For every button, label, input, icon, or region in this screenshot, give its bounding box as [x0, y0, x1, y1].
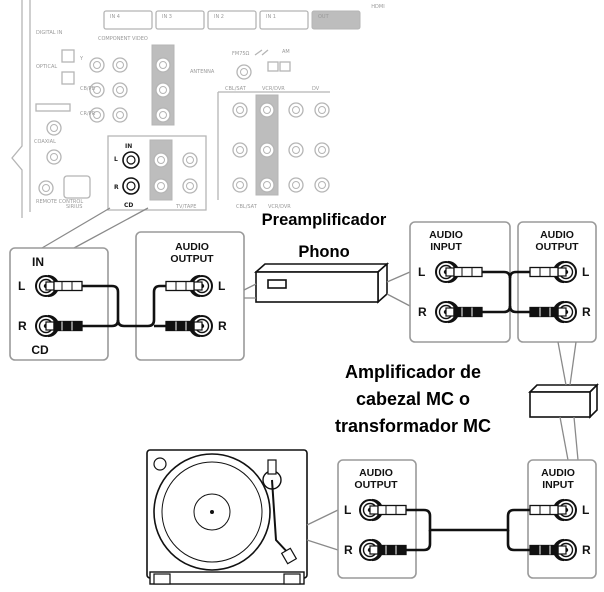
dvd-label: DV: [312, 86, 320, 92]
hdmi-in3: IN 3: [162, 14, 172, 20]
hdmi-out: OUT: [318, 14, 330, 20]
panel-in-label: IN: [125, 143, 132, 150]
hdmi-in1: IN 1: [266, 14, 276, 20]
hdmi-in2: IN 2: [214, 14, 224, 20]
coaxial-label: COAXIAL: [34, 139, 56, 145]
turntable-output-panel: AUDIO OUTPUT L R: [337, 459, 417, 579]
hdmi-label: HDMI: [371, 4, 384, 10]
mc-amp-title-line2: cabezal MC o: [356, 389, 470, 409]
component-y-label: Y: [79, 56, 84, 62]
turntable-out-l-label: L: [344, 503, 351, 517]
mc-amp-output-panel: AUDIO OUTPUT L R: [517, 221, 597, 343]
mc-audio-output-line2: OUTPUT: [535, 241, 579, 253]
vcr-dvr-bottom-label: VCR/DVR: [268, 204, 291, 210]
preamp-input-panel: AUDIO INPUT L R: [409, 221, 511, 343]
panel-cd-label: CD: [124, 202, 133, 209]
tv-tape-label: TV/TAPE: [175, 204, 196, 210]
panel-r-label: R: [114, 184, 119, 191]
receiver-rear-panel: HDMI IN 4 IN 3 IN 2 IN 1 OUT DIGITAL IN …: [11, 0, 385, 218]
vcr-dvr-label: VCR/DVR: [262, 86, 285, 92]
preamp-audio-output-line2: OUTPUT: [170, 253, 214, 265]
preamp-in-l-label: L: [418, 265, 425, 279]
cable-preamp-mc-r: [482, 270, 530, 314]
cd-r-label: R: [18, 319, 27, 333]
preamp-audio-input-line2: INPUT: [430, 241, 462, 253]
mc-amp-title-line3: transformador MC: [335, 416, 491, 436]
cd-l-label: L: [18, 279, 25, 293]
cbl-sat-label: CBL/SAT: [225, 86, 247, 92]
preamp-in-r-label: R: [418, 305, 427, 319]
mc-in-l-label: L: [582, 503, 589, 517]
mc-out-r-label: R: [582, 305, 591, 319]
panel-l-label: L: [114, 156, 118, 163]
cd-name-label: CD: [31, 343, 49, 357]
mc-audio-input-line1: AUDIO: [541, 467, 575, 479]
component-cb-label: CB/PB: [80, 86, 96, 92]
digital-in-label: DIGITAL IN: [36, 30, 63, 36]
remote-control-label: REMOTE CONTROL: [36, 199, 83, 205]
mc-out-l-label: L: [582, 265, 589, 279]
preamp-audio-output-line1: AUDIO: [175, 241, 209, 253]
cd-in-label: IN: [32, 255, 44, 269]
am-label: AM: [282, 49, 290, 55]
antenna-label: ANTENNA: [190, 69, 215, 75]
cd-callout-lines: [41, 207, 149, 249]
mc-amp-device: Amplificador de cabezal MC o transformad…: [335, 341, 599, 461]
preamp-output-panel: AUDIO OUTPUT L R: [135, 231, 245, 361]
cable-cd-preamp-r: [82, 319, 166, 328]
fm-label: FM75Ω: [232, 51, 250, 57]
sirius-label: SIRIUS: [66, 204, 82, 210]
component-cr-label: CR/PR: [80, 111, 96, 117]
cable-turntable-mc-l: [406, 508, 530, 532]
preamp-device: Preamplificador Phono: [243, 211, 411, 307]
cable-cd-preamp-l: [82, 284, 166, 328]
cable-turntable-mc-r: [406, 530, 530, 552]
preamp-title-line1: Preamplificador: [262, 211, 387, 229]
turntable-audio-output-line2: OUTPUT: [354, 479, 398, 491]
mc-audio-input-line2: INPUT: [542, 479, 574, 491]
mc-in-r-label: R: [582, 543, 591, 557]
preamp-out-r-label: R: [218, 319, 227, 333]
turntable-out-r-label: R: [344, 543, 353, 557]
optical-label: OPTICAL: [36, 64, 57, 70]
hdmi-in4: IN 4: [110, 14, 120, 20]
preamp-title-line2: Phono: [298, 243, 349, 261]
cbl-sat-bottom-label: CBL/SAT: [236, 204, 258, 210]
turntable-audio-output-line1: AUDIO: [359, 467, 393, 479]
cd-input-panel: IN L R CD: [9, 247, 109, 361]
preamp-audio-input-line1: AUDIO: [429, 229, 463, 241]
mc-audio-output-line1: AUDIO: [540, 229, 574, 241]
mc-amp-input-panel: AUDIO INPUT L R: [527, 459, 597, 579]
component-video-label: COMPONENT VIDEO: [98, 36, 148, 42]
turntable: [146, 449, 339, 585]
preamp-out-l-label: L: [218, 279, 225, 293]
mc-amp-title-line1: Amplificador de: [345, 362, 481, 382]
cable-preamp-mc-l: [482, 270, 530, 314]
